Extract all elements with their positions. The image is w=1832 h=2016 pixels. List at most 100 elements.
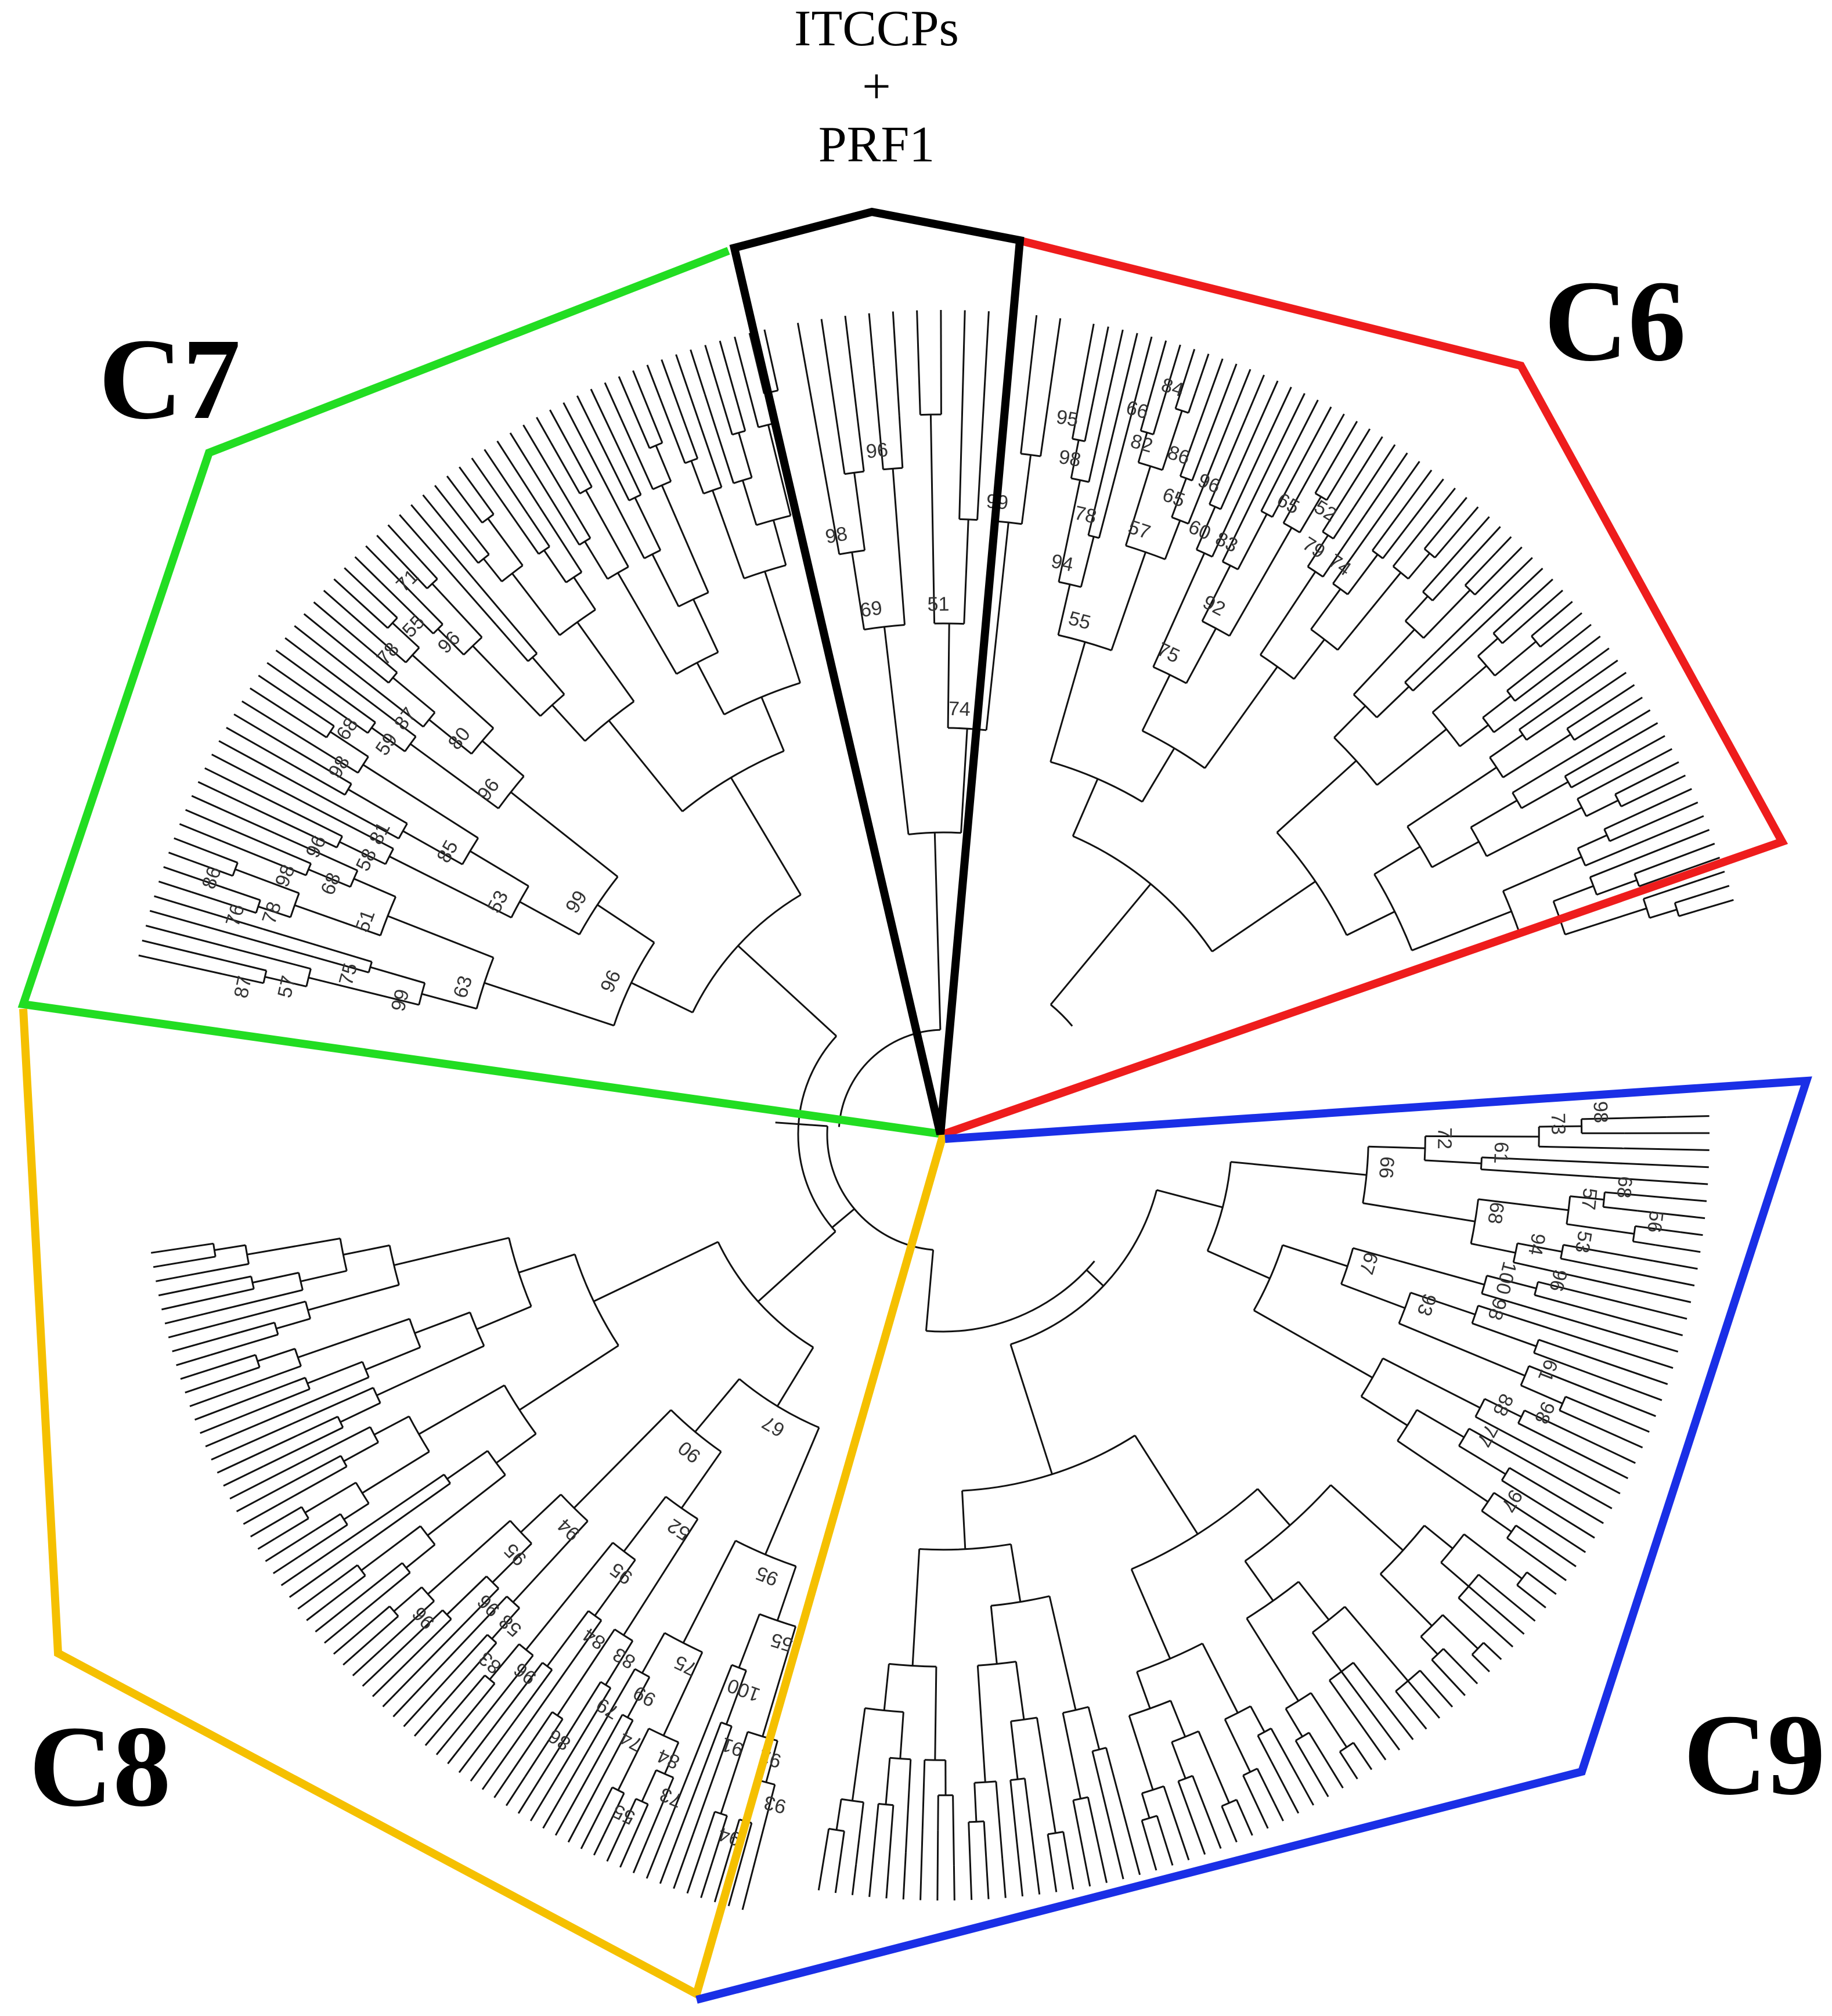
branch-segment — [1220, 466, 1241, 510]
branch-arc — [959, 518, 978, 521]
branch-segment — [1310, 1692, 1348, 1748]
branch-segment — [1271, 406, 1332, 518]
branch-segment — [1602, 1281, 1692, 1303]
branch-segment — [594, 1559, 636, 1617]
branch-segment — [1009, 1780, 1023, 1897]
branch-segment — [921, 1759, 926, 1830]
branch-segment — [518, 1253, 575, 1274]
branch-segment — [276, 1318, 311, 1330]
branch-arc — [1315, 492, 1328, 501]
branch-arc — [1329, 1662, 1354, 1681]
branch-segment — [1470, 799, 1518, 828]
branch-segment — [727, 1823, 753, 1906]
branch-segment — [421, 993, 477, 1010]
branch-segment — [963, 519, 969, 624]
branch-segment — [1256, 1768, 1276, 1804]
branch-segment — [258, 906, 291, 918]
branch-segment — [524, 1718, 564, 1777]
branch-segment — [973, 1783, 978, 1822]
branch-segment — [266, 662, 301, 687]
branch-segment — [243, 1504, 279, 1525]
branch-arc — [1512, 1243, 1519, 1263]
branch-segment — [1322, 514, 1366, 578]
branch-arc — [1470, 827, 1488, 857]
bootstrap-value: 52 — [663, 1514, 694, 1545]
branch-segment — [149, 910, 315, 958]
branch-segment — [249, 687, 327, 738]
branch-segment — [410, 504, 475, 580]
branch-segment — [379, 1600, 435, 1651]
branch-segment — [340, 1402, 381, 1423]
branch-segment — [1532, 578, 1553, 598]
itccps-label-line3: PRF1 — [818, 117, 935, 173]
branch-segment — [585, 489, 629, 568]
branch-segment — [1481, 1293, 1581, 1324]
branch-segment — [428, 719, 473, 755]
branch-segment — [294, 904, 381, 937]
branch-segment — [630, 982, 693, 1014]
bootstrap-value: 61 — [1534, 1356, 1562, 1384]
bootstrap-value: 96 — [434, 627, 465, 658]
branch-segment — [409, 1483, 451, 1513]
branch-segment — [519, 901, 580, 936]
branch-segment — [623, 1496, 667, 1552]
branch-arc — [1564, 776, 1573, 788]
branch-segment — [1170, 1700, 1187, 1737]
branch-segment — [380, 582, 434, 634]
branch-arc — [1531, 635, 1541, 648]
bootstrap-value: 98 — [324, 752, 354, 782]
branch-segment — [567, 1801, 591, 1843]
branch-segment — [1477, 1304, 1609, 1348]
branch-arc — [461, 837, 479, 865]
bootstrap-value: 75 — [335, 961, 362, 987]
branch-segment — [262, 928, 372, 963]
branch-segment — [339, 841, 386, 865]
branch-segment — [1310, 588, 1341, 630]
branch-segment — [257, 1538, 276, 1550]
branch-segment — [441, 1642, 497, 1706]
branch-segment — [995, 1781, 1004, 1859]
branch-segment — [1674, 885, 1730, 904]
bootstrap-value: 100 — [1491, 1259, 1521, 1296]
branch-arc — [506, 1596, 520, 1609]
branch-segment — [158, 1275, 252, 1297]
branch-segment — [855, 1802, 864, 1864]
branch-segment — [898, 416, 904, 468]
branch-arc — [362, 1361, 370, 1378]
branch-segment — [259, 1376, 369, 1424]
branch-segment — [1194, 354, 1210, 394]
branch-segment — [1577, 764, 1641, 800]
branch-segment — [527, 514, 550, 547]
branch-segment — [576, 395, 630, 501]
branch-segment — [1478, 1198, 1569, 1211]
branch-segment — [1416, 1409, 1465, 1438]
branch-segment — [1649, 908, 1678, 919]
branch-segment — [1637, 1305, 1687, 1320]
branch-segment — [764, 571, 801, 683]
branch-segment — [1493, 689, 1552, 733]
branch-segment — [688, 1664, 733, 1772]
branch-segment — [1130, 1568, 1171, 1659]
branch-segment — [470, 1669, 553, 1782]
branch-segment — [605, 1640, 634, 1686]
branch-segment — [1010, 1721, 1019, 1780]
branch-segment — [589, 454, 645, 559]
bootstrap-value: 74 — [616, 1726, 646, 1756]
branch-arc — [1050, 1004, 1073, 1027]
bootstrap-value: 69 — [859, 597, 883, 622]
branch-segment — [1614, 761, 1679, 795]
branch-segment — [1128, 1715, 1154, 1790]
branch-segment — [1521, 781, 1569, 809]
branch-segment — [589, 1719, 634, 1802]
branch-arc — [655, 1769, 674, 1779]
branch-segment — [1171, 478, 1187, 518]
branch-arc — [1058, 634, 1112, 651]
branch-segment — [481, 740, 525, 777]
branch-segment — [1191, 441, 1208, 481]
branch-segment — [713, 1819, 741, 1903]
branch-segment — [885, 1805, 895, 1899]
branch-segment — [593, 1241, 719, 1303]
bootstrap-value: 68 — [1613, 1175, 1636, 1199]
branch-segment — [1678, 899, 1734, 917]
